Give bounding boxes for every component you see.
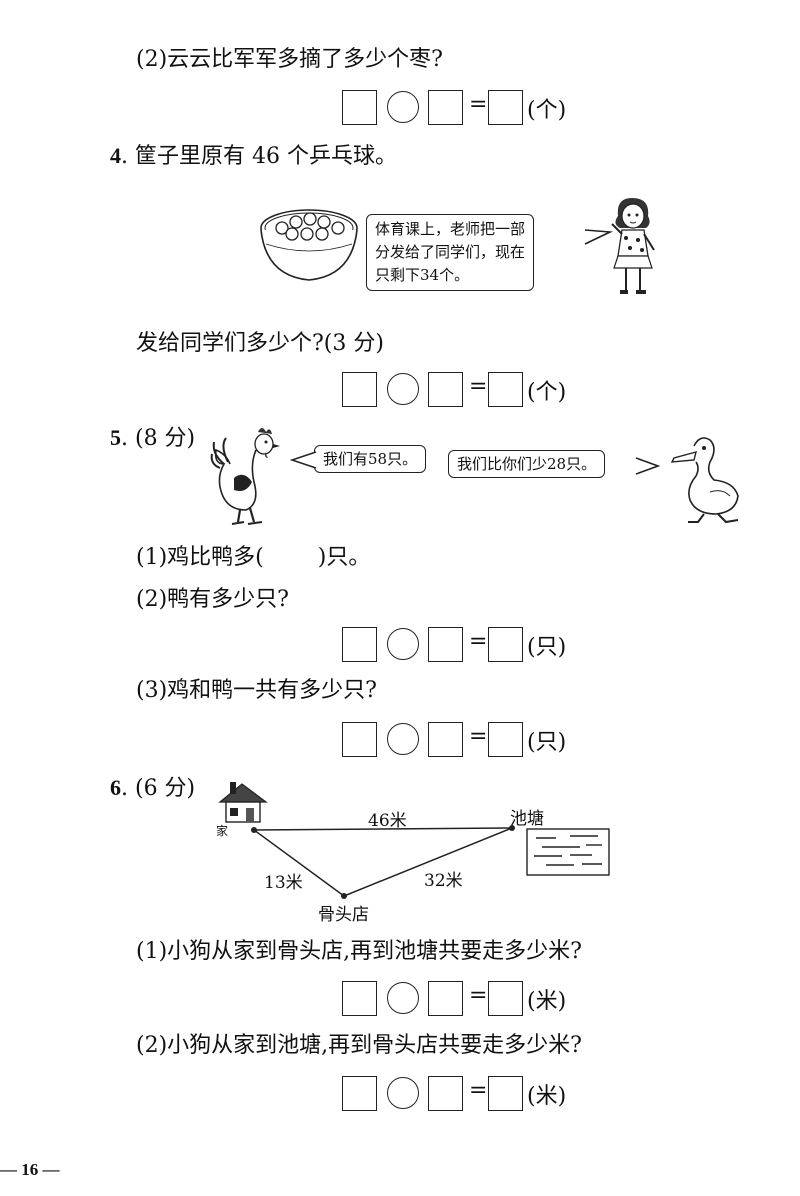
q5-sub2-equation: = (只)	[342, 627, 582, 663]
duck-illustration	[670, 437, 739, 524]
q6-score: . (6 分)	[121, 776, 196, 801]
question-number: 5	[110, 425, 121, 450]
q4-equation: = (个)	[342, 372, 582, 408]
bubble-tail	[584, 229, 614, 245]
answer-box[interactable]	[428, 90, 463, 125]
unit-label: (米)	[527, 1084, 567, 1109]
page-number: — 16 —	[0, 1160, 60, 1179]
equals-sign: =	[469, 374, 488, 399]
answer-box[interactable]	[342, 981, 377, 1016]
equals-sign: =	[469, 1078, 488, 1103]
answer-box[interactable]	[428, 722, 463, 757]
equals-sign: =	[469, 724, 488, 749]
answer-box[interactable]	[428, 372, 463, 407]
distance-home-shop: 13米	[264, 873, 303, 893]
rooster-illustration	[210, 428, 280, 525]
answer-box[interactable]	[488, 90, 523, 125]
equals-sign: =	[469, 629, 488, 654]
answer-box[interactable]	[342, 722, 377, 757]
operator-circle[interactable]	[387, 723, 419, 755]
equals-sign: =	[469, 983, 488, 1008]
shop-label: 骨头店	[318, 905, 369, 925]
house-icon	[218, 782, 268, 823]
girl-illustration	[611, 198, 655, 294]
q6-sub1-equation: = (米)	[342, 981, 582, 1017]
duck-speech-bubble: 我们比你们少28只。	[448, 450, 606, 478]
operator-circle[interactable]	[387, 628, 419, 660]
unit-label: (个)	[527, 380, 567, 405]
home-label: 家	[216, 824, 229, 838]
answer-box[interactable]	[488, 1076, 523, 1111]
q4-title-text: . 筐子里原有 46 个乒乓球。	[121, 144, 397, 169]
q5-sub3-equation: = (只)	[342, 722, 582, 758]
operator-circle[interactable]	[387, 982, 419, 1014]
q5-sub1: (1)鸡比鸭多( )只。	[136, 544, 370, 572]
answer-box[interactable]	[428, 981, 463, 1016]
q5-sub2-text: (2)鸭有多少只?	[136, 587, 289, 612]
bubble-tail	[290, 451, 318, 469]
operator-circle[interactable]	[387, 1077, 419, 1109]
operator-circle[interactable]	[387, 373, 419, 405]
basket-illustration	[260, 209, 358, 281]
pond-label: 池塘	[510, 809, 544, 829]
answer-box[interactable]	[428, 627, 463, 662]
bubble-line: 分发给了同学们，现在	[375, 243, 526, 261]
teacher-speech-bubble: 体育课上，老师把一部 分发给了同学们，现在 只剩下34个。	[366, 214, 535, 291]
question-number: 6	[110, 775, 121, 800]
answer-box[interactable]	[488, 722, 523, 757]
question-number: 4	[110, 143, 121, 168]
q5-sub1-suffix: )只。	[317, 545, 371, 570]
equals-sign: =	[469, 92, 488, 117]
distance-home-pond: 46米	[368, 811, 407, 831]
q6-sub2-text: (2)小狗从家到池塘,再到骨头店共要走多少米?	[136, 1033, 582, 1058]
bubble-line: 体育课上，老师把一部	[375, 220, 526, 238]
unit-label: (个)	[527, 98, 567, 123]
answer-box[interactable]	[488, 372, 523, 407]
q6-sub2-equation: = (米)	[342, 1076, 582, 1112]
q5-sub3-text: (3)鸡和鸭一共有多少只?	[136, 678, 377, 703]
answer-box[interactable]	[428, 1076, 463, 1111]
q6-sub1-text: (1)小狗从家到骨头店,再到池塘共要走多少米?	[136, 939, 582, 964]
chicken-speech-bubble: 我们有58只。	[314, 445, 427, 473]
route-map	[251, 825, 515, 899]
answer-box[interactable]	[342, 1076, 377, 1111]
unit-label: (只)	[527, 635, 567, 660]
q6-title: 6. (6 分)	[110, 774, 195, 803]
unit-label: (只)	[527, 730, 567, 755]
q3-sub2-equation: = (个)	[342, 90, 582, 126]
q4-question: 发给同学们多少个?(3 分)	[136, 331, 384, 356]
q4-title: 4. 筐子里原有 46 个乒乓球。	[110, 142, 397, 171]
answer-box[interactable]	[342, 627, 377, 662]
unit-label: (米)	[527, 989, 567, 1014]
operator-circle[interactable]	[387, 91, 419, 123]
answer-box[interactable]	[488, 627, 523, 662]
answer-box[interactable]	[342, 90, 377, 125]
q3-sub2-text: (2)云云比军军多摘了多少个枣?	[136, 47, 443, 72]
pond-icon	[526, 828, 610, 876]
answer-box[interactable]	[342, 372, 377, 407]
q5-score: . (8 分)	[121, 426, 196, 451]
answer-box[interactable]	[488, 981, 523, 1016]
q5-title: 5. (8 分)	[110, 424, 195, 453]
distance-shop-pond: 32米	[424, 871, 463, 891]
bubble-line: 只剩下34个。	[375, 266, 470, 284]
bubble-tail	[634, 457, 661, 475]
q5-sub1-prefix: (1)鸡比鸭多(	[136, 545, 264, 570]
